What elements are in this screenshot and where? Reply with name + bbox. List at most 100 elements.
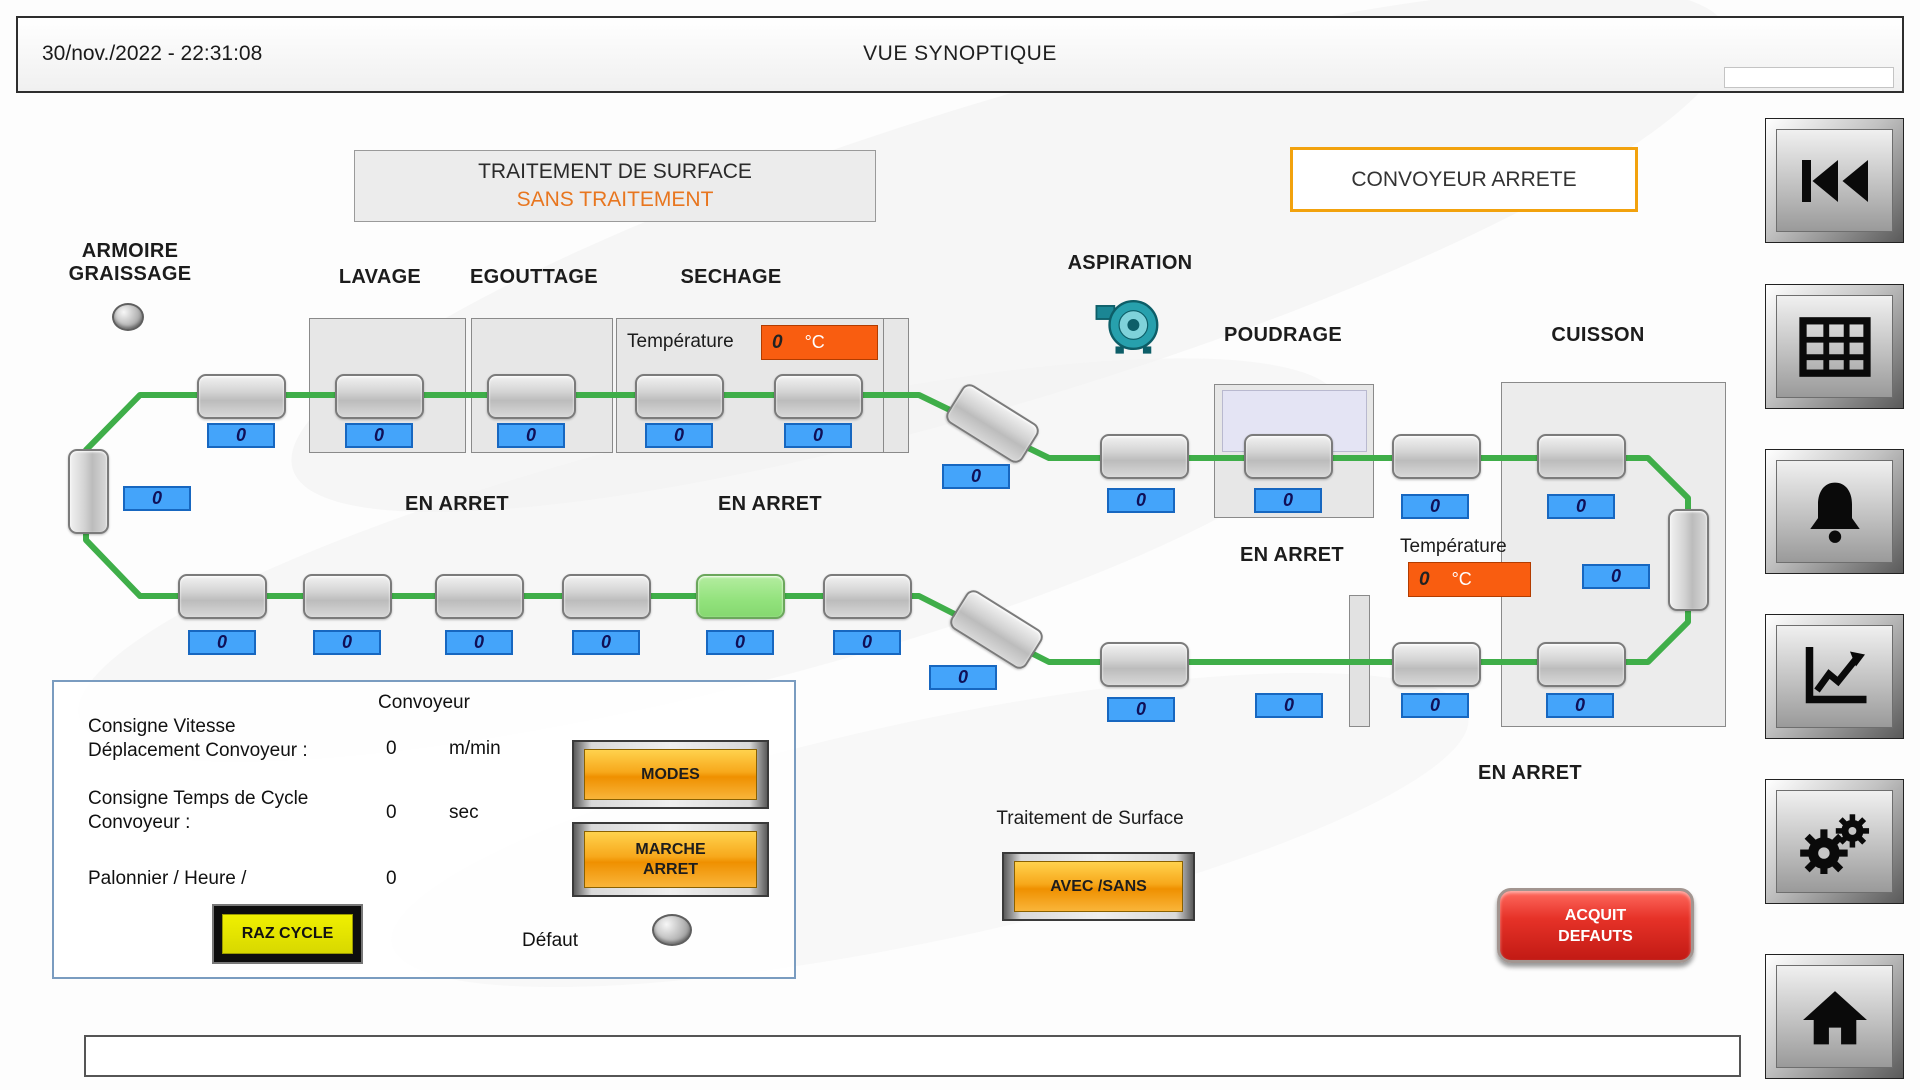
traitement-mode: SANS TRAITEMENT	[516, 188, 714, 211]
header-field	[1724, 67, 1894, 88]
message-bar	[84, 1035, 1741, 1077]
bell-icon	[1801, 478, 1869, 546]
trolley	[1100, 434, 1189, 479]
header-bar: 30/nov./2022 - 22:31:08 VUE SYNOPTIQUE	[16, 16, 1904, 93]
page-title: VUE SYNOPTIQUE	[863, 42, 1057, 65]
position-counter: 0	[942, 464, 1010, 489]
trolley	[1668, 509, 1709, 611]
nav-back-button[interactable]	[1765, 118, 1904, 243]
fan-icon	[1095, 299, 1159, 354]
trolley	[303, 574, 392, 619]
trolley	[774, 374, 863, 419]
nav-home-button[interactable]	[1765, 954, 1904, 1079]
datetime-display: 30/nov./2022 - 22:31:08	[42, 42, 263, 65]
trolley	[1537, 434, 1626, 479]
sechage-temp-label: Température	[627, 331, 734, 352]
position-counter: 0	[445, 630, 513, 655]
position-counter: 0	[572, 630, 640, 655]
cuisson-temp-label: Température	[1400, 536, 1507, 557]
cuisson-state: EN ARRET	[1478, 762, 1582, 784]
poudrage-state: EN ARRET	[1240, 544, 1344, 566]
cycle-unit: sec	[449, 802, 479, 823]
trolley	[562, 574, 651, 619]
trolley	[197, 374, 286, 419]
lavage-state: EN ARRET	[405, 493, 509, 515]
trend-icon	[1799, 644, 1871, 710]
egouttage-label: EGOUTTAGE	[470, 266, 598, 288]
position-counter: 0	[929, 665, 997, 690]
gears-icon	[1797, 810, 1873, 874]
defaut-label: Défaut	[522, 930, 578, 951]
trolley	[487, 374, 576, 419]
lavage-label: LAVAGE	[338, 266, 422, 288]
raz-cycle-button[interactable]: RAZ CYCLE	[212, 904, 363, 964]
vitesse-label-2: Déplacement Convoyeur :	[88, 740, 308, 761]
cuisson-temp-display: 0 °C	[1408, 562, 1531, 597]
sechage-temp-display: 0 °C	[761, 325, 878, 360]
trolley	[635, 374, 724, 419]
acquit-defauts-button[interactable]: ACQUIT DEFAUTS	[1497, 888, 1694, 963]
panel-title: Convoyeur	[378, 692, 470, 713]
trolley	[1392, 642, 1481, 687]
palonnier-label: Palonnier / Heure /	[88, 868, 247, 889]
position-counter: 0	[1546, 693, 1614, 718]
trolley-active	[696, 574, 785, 619]
position-counter: 0	[1254, 488, 1322, 513]
position-counter: 0	[833, 630, 901, 655]
avec-sans-button[interactable]: AVEC /SANS	[1002, 852, 1195, 921]
defaut-indicator	[652, 914, 692, 946]
marche-arret-button[interactable]: MARCHE ARRET	[572, 822, 769, 897]
trolley	[335, 374, 424, 419]
vitesse-value: 0	[386, 738, 397, 759]
trolley	[1244, 434, 1333, 479]
position-counter: 0	[784, 423, 852, 448]
traitement-status-banner: TRAITEMENT DE SURFACE SANS TRAITEMENT	[354, 150, 876, 222]
sechage-state: EN ARRET	[718, 493, 822, 515]
surface-label: Traitement de Surface	[996, 808, 1184, 829]
cuisson-temp-unit: °C	[1451, 569, 1472, 589]
convoyeur-status-banner: CONVOYEUR ARRETE	[1290, 147, 1638, 212]
position-counter: 0	[123, 486, 191, 511]
position-counter: 0	[188, 630, 256, 655]
vitesse-label-1: Consigne Vitesse	[88, 716, 236, 737]
trolley	[435, 574, 524, 619]
trolley	[178, 574, 267, 619]
graissage-indicator	[112, 303, 144, 331]
position-counter: 0	[497, 423, 565, 448]
position-counter: 0	[313, 630, 381, 655]
cycle-label-1: Consigne Temps de Cycle	[88, 788, 309, 809]
aspiration-label: ASPIRATION	[1067, 252, 1193, 274]
position-counter: 0	[1255, 693, 1323, 718]
poudrage-label: POUDRAGE	[1224, 324, 1342, 346]
position-counter: 0	[1107, 488, 1175, 513]
vitesse-unit: m/min	[449, 738, 501, 759]
cycle-label-2: Convoyeur :	[88, 812, 191, 833]
position-counter: 0	[207, 423, 275, 448]
traitement-title: TRAITEMENT DE SURFACE	[478, 160, 752, 183]
home-icon	[1800, 986, 1870, 1048]
zone-divider	[883, 319, 884, 452]
position-counter: 0	[345, 423, 413, 448]
nav-alarms-button[interactable]	[1765, 449, 1904, 574]
trolley	[1100, 642, 1189, 687]
convoyeur-panel: Convoyeur Consigne Vitesse Déplacement C…	[52, 680, 796, 979]
cuisson-temp-value: 0	[1419, 568, 1430, 590]
nav-trends-button[interactable]	[1765, 614, 1904, 739]
sechage-label: SECHAGE	[680, 266, 782, 288]
position-counter: 0	[1107, 697, 1175, 722]
position-counter: 0	[645, 423, 713, 448]
position-counter: 0	[1582, 564, 1650, 589]
palonnier-value: 0	[386, 868, 397, 889]
trolley	[68, 449, 109, 534]
modes-button[interactable]: MODES	[572, 740, 769, 809]
nav-settings-button[interactable]	[1765, 779, 1904, 904]
position-counter: 0	[706, 630, 774, 655]
cuisson-label: CUISSON	[1551, 324, 1645, 346]
sechage-temp-value: 0	[772, 331, 783, 353]
armoire-graissage-label: ARMOIRE GRAISSAGE	[68, 240, 192, 285]
position-counter: 0	[1401, 494, 1469, 519]
nav-table-button[interactable]	[1765, 284, 1904, 409]
table-icon	[1797, 315, 1873, 379]
trolley	[1392, 434, 1481, 479]
